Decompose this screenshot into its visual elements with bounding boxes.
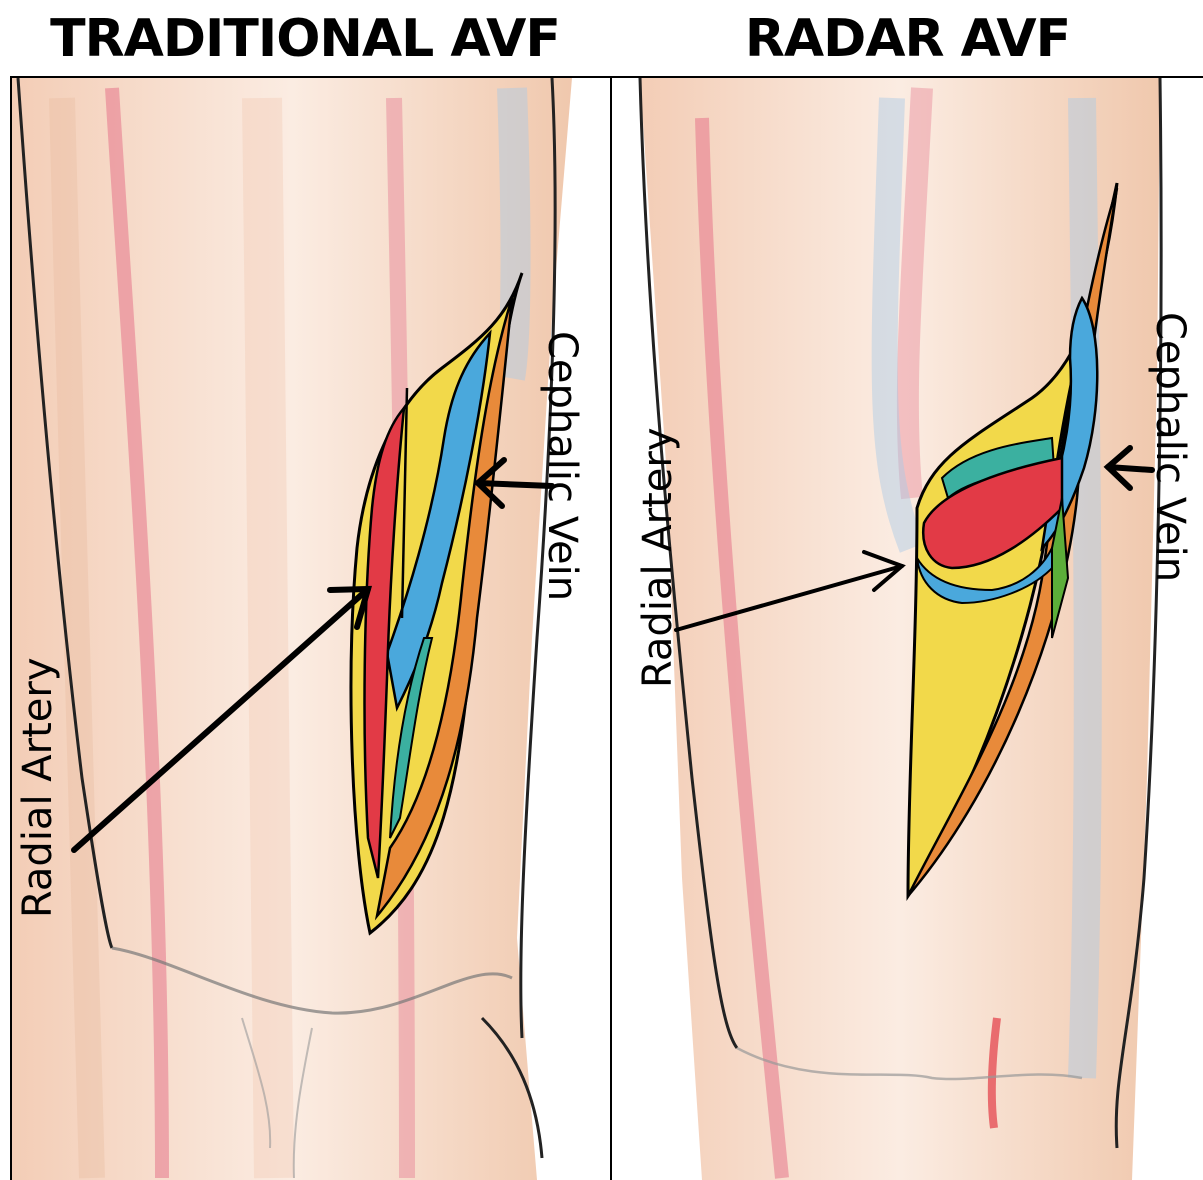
label-cephalic-vein-left: Cephalic Vein bbox=[539, 331, 585, 591]
background-tissue-streak bbox=[262, 98, 274, 1178]
heading-radar-avf: RADAR AVF bbox=[612, 4, 1203, 74]
traditional-avf-illustration bbox=[12, 78, 610, 1180]
background-vein-streak bbox=[510, 88, 516, 378]
panel-traditional-avf: Radial Artery Cephalic Vein bbox=[10, 76, 612, 1180]
label-radial-artery-left: Radial Artery bbox=[15, 658, 61, 918]
radar-avf-illustration bbox=[612, 78, 1203, 1180]
label-cephalic-vein-right: Cephalic Vein bbox=[1147, 312, 1193, 572]
heading-traditional-avf: TRADITIONAL AVF bbox=[0, 4, 610, 74]
label-radial-artery-right: Radial Artery bbox=[635, 428, 681, 688]
background-vessel-streak bbox=[1082, 98, 1088, 1078]
panel-radar-avf: Radial Artery Cephalic Vein bbox=[612, 76, 1203, 1180]
